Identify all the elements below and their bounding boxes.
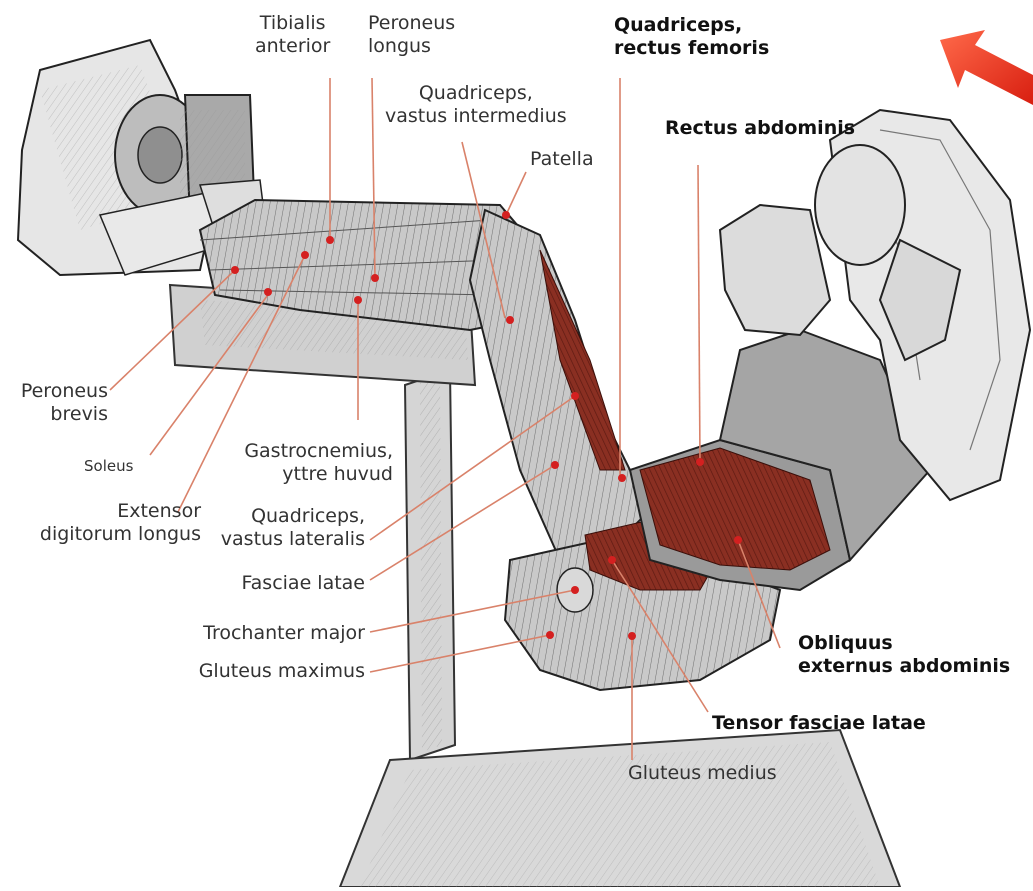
label-quadriceps-vastus-intermedius: Quadriceps, vastus intermedius [385,82,567,128]
label-quadriceps-vastus-lateralis: Quadriceps, vastus lateralis [210,505,365,551]
label-rectus-abdominis: Rectus abdominis [665,117,855,140]
label-fasciae-latae: Fasciae latae [210,572,365,595]
label-gluteus-maximus: Gluteus maximus [170,660,365,683]
label-trochanter-major: Trochanter major [170,622,365,645]
thighs [470,210,650,560]
label-gluteus-medius: Gluteus medius [628,762,777,785]
label-patella: Patella [530,148,594,171]
direction-arrow [940,30,1033,105]
label-obliquus-externus-abdominis: Obliquus externus abdominis [798,632,1010,678]
label-soleus: Soleus [84,455,133,478]
label-extensor-digitorum-longus: Extensor digitorum longus [6,500,201,546]
label-tensor-fasciae-latae: Tensor fasciae latae [712,712,926,735]
label-peroneus-longus: Peroneus longus [368,12,455,58]
label-gastrocnemius: Gastrocnemius, yttre huvud [225,440,393,486]
label-quadriceps-rectus-femoris: Quadriceps, rectus femoris [614,14,769,60]
label-tibialis-anterior: Tibialis anterior [255,12,330,58]
label-peroneus-brevis: Peroneus brevis [8,380,108,426]
